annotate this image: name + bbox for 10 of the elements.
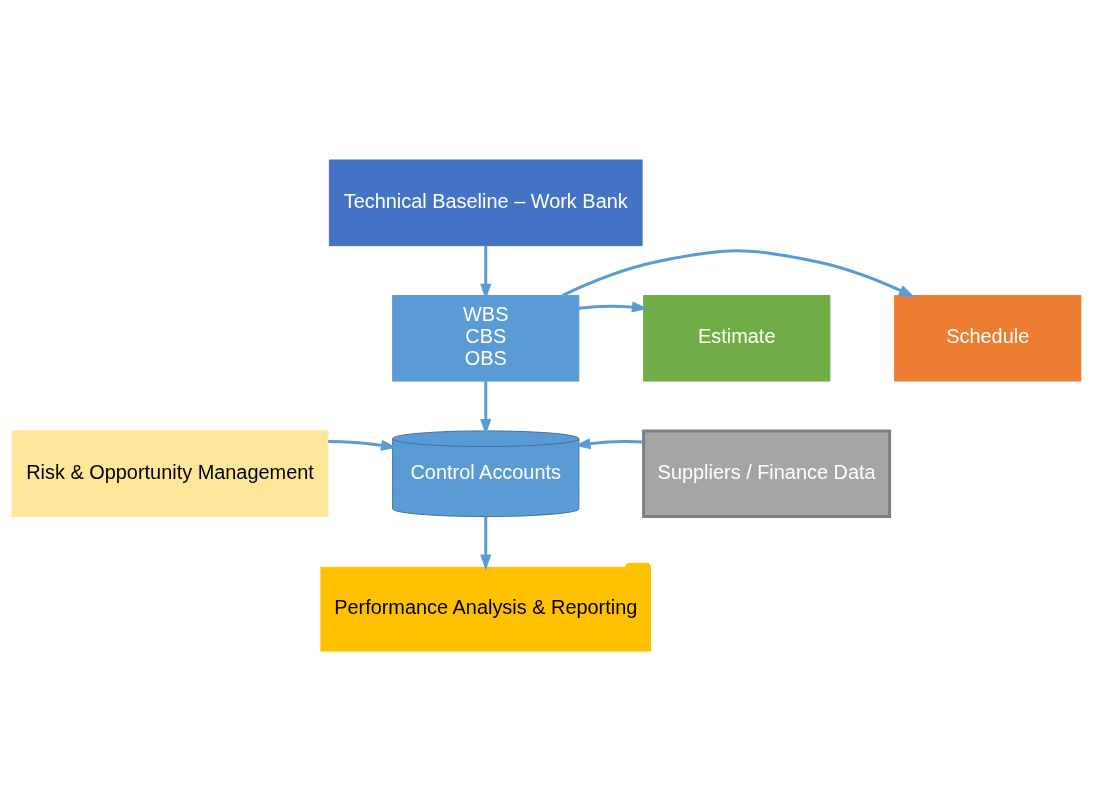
node-box: WBS CBS OBS — [392, 294, 580, 382]
arrow — [328, 439, 397, 451]
node-box: Schedule — [894, 294, 1082, 382]
node-box: Estimate — [643, 294, 831, 382]
node-box: Technical Baseline – Work Bank — [328, 159, 643, 247]
node-box: Risk & Opportunity Management — [11, 430, 329, 518]
arrow — [480, 516, 492, 571]
arrow — [578, 301, 648, 313]
arrow — [562, 249, 915, 298]
node-box: Suppliers / Finance Data — [642, 429, 892, 519]
